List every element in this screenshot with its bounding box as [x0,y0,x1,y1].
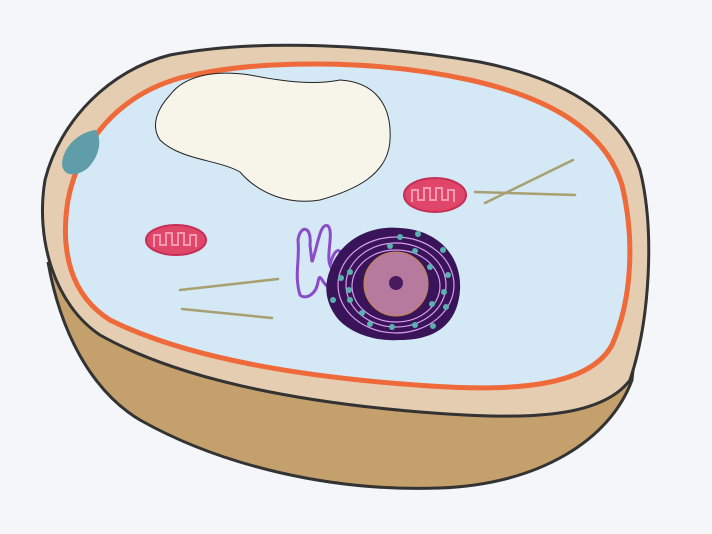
golgi-apparatus [295,224,344,299]
nucleolus [389,276,403,290]
ribosomes [330,231,451,330]
filaments [178,158,577,320]
mitochondrion [403,177,467,213]
plasmodesma [62,130,100,175]
mitochondrion [145,224,207,256]
er-lines [337,236,455,334]
vacuole [155,72,391,202]
